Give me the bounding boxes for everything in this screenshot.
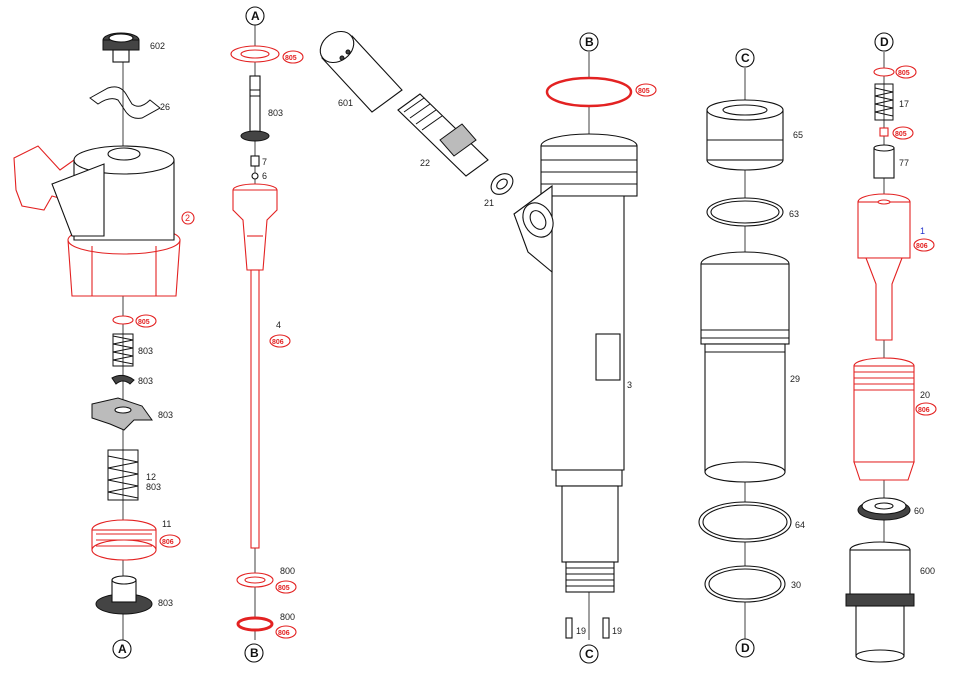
label-30: 30 bbox=[791, 580, 801, 590]
part-11-nut bbox=[91, 519, 157, 561]
ref-circle-b-bottom bbox=[244, 643, 264, 663]
part-3-injector-housing bbox=[513, 133, 638, 593]
label-806-e: 806 bbox=[918, 407, 930, 414]
label-22: 22 bbox=[420, 158, 430, 168]
ref-circle-c-bottom bbox=[579, 644, 599, 664]
label-26: 26 bbox=[160, 102, 170, 112]
part-803-base bbox=[95, 575, 153, 615]
label-19-a: 19 bbox=[576, 626, 586, 636]
part-7-pin bbox=[250, 155, 260, 167]
part-805-ring-3 bbox=[545, 76, 633, 108]
label-2: 2 bbox=[185, 213, 190, 223]
label-19-b: 19 bbox=[612, 626, 622, 636]
part-20-nozzle-nut bbox=[853, 357, 915, 481]
label-600: 600 bbox=[920, 566, 935, 576]
part-12-spring bbox=[107, 449, 139, 501]
label-77: 77 bbox=[899, 158, 909, 168]
part-77-spacer bbox=[873, 144, 895, 179]
part-60-washer bbox=[857, 497, 911, 521]
label-805-f: 805 bbox=[895, 131, 907, 138]
label-65: 65 bbox=[793, 130, 803, 140]
ref-circle-b-top bbox=[579, 32, 599, 52]
part-22-fitting bbox=[397, 93, 489, 177]
ref-circle-a-top bbox=[245, 6, 265, 26]
part-19-pin-right bbox=[602, 617, 610, 639]
part-6-ball bbox=[251, 172, 259, 180]
part-29-sleeve bbox=[700, 251, 790, 483]
part-803-armature bbox=[91, 397, 153, 431]
label-805-a: 805 bbox=[138, 319, 150, 326]
part-805-ring-1 bbox=[112, 315, 134, 325]
ref-b-top: B bbox=[585, 35, 594, 49]
label-3: 3 bbox=[627, 380, 632, 390]
part-26-clip bbox=[89, 86, 161, 119]
label-63: 63 bbox=[789, 209, 799, 219]
part-17-spring bbox=[874, 83, 894, 121]
label-806-a: 806 bbox=[162, 539, 174, 546]
column-4-sleeve: C 65 63 29 64 30 D bbox=[698, 48, 805, 658]
label-803-c: 803 bbox=[158, 410, 173, 420]
ref-circle-a-bottom bbox=[112, 639, 132, 659]
part-803-valve bbox=[240, 75, 270, 142]
column-1-injector-body: 602 26 2 805 803 803 bbox=[13, 32, 195, 659]
part-19-pin-left bbox=[565, 617, 573, 639]
label-21: 21 bbox=[484, 198, 494, 208]
label-601: 601 bbox=[338, 98, 353, 108]
part-602-knob bbox=[102, 32, 140, 63]
part-2-magnet-body bbox=[51, 145, 181, 297]
label-805-e: 805 bbox=[898, 70, 910, 77]
label-800-b: 800 bbox=[280, 612, 295, 622]
part-803-circlip bbox=[111, 374, 135, 385]
label-806-b: 806 bbox=[272, 339, 284, 346]
label-12: 12 bbox=[146, 472, 156, 482]
ref-circle-d-bottom bbox=[735, 638, 755, 658]
label-60: 60 bbox=[914, 506, 924, 516]
label-1: 1 bbox=[920, 226, 925, 236]
part-805-shim bbox=[879, 127, 889, 137]
part-600-adapter bbox=[845, 541, 915, 663]
part-1-nozzle bbox=[857, 193, 911, 341]
label-7: 7 bbox=[262, 157, 267, 167]
ref-b-bottom: B bbox=[250, 646, 259, 660]
ref-c-bottom: C bbox=[585, 647, 594, 661]
label-803-e: 803 bbox=[158, 598, 173, 608]
column-3-injector-housing: 601 22 21 B 805 bbox=[319, 30, 657, 664]
label-806-d: 806 bbox=[916, 243, 928, 250]
label-64: 64 bbox=[795, 520, 805, 530]
column-5-nozzle: D 805 17 805 77 1 806 bbox=[845, 32, 937, 663]
ref-circle-d-top bbox=[874, 32, 894, 52]
ref-c-top: C bbox=[741, 51, 750, 65]
ref-a-bottom: A bbox=[118, 642, 127, 656]
label-805-d: 805 bbox=[638, 88, 650, 95]
label-805-b: 805 bbox=[285, 55, 297, 62]
ref-a-top: A bbox=[251, 9, 260, 23]
label-803-b: 803 bbox=[138, 376, 153, 386]
label-803-f: 803 bbox=[268, 108, 283, 118]
part-800-ring-2 bbox=[236, 616, 274, 632]
label-805-c: 805 bbox=[278, 585, 290, 592]
column-2-valve-rod: A 805 803 7 6 4 806 800 805 bbox=[230, 6, 304, 663]
ref-d-bottom: D bbox=[741, 641, 750, 655]
label-803-a: 803 bbox=[138, 346, 153, 356]
part-65-cap-ring bbox=[706, 99, 784, 171]
label-17: 17 bbox=[899, 99, 909, 109]
label-29: 29 bbox=[790, 374, 800, 384]
ref-circle-c-top bbox=[735, 48, 755, 68]
label-6: 6 bbox=[262, 171, 267, 181]
part-803-spring-small bbox=[112, 333, 134, 367]
label-806-c: 806 bbox=[278, 630, 290, 637]
label-20: 20 bbox=[920, 390, 930, 400]
part-805-ring-4 bbox=[873, 67, 895, 77]
label-4: 4 bbox=[276, 320, 281, 330]
part-601-cap bbox=[319, 30, 403, 113]
ref-d-top: D bbox=[880, 35, 889, 49]
label-803-d: 803 bbox=[146, 482, 161, 492]
label-11: 11 bbox=[162, 519, 171, 529]
label-800-a: 800 bbox=[280, 566, 295, 576]
label-602: 602 bbox=[150, 41, 165, 51]
part-4-valve-piece bbox=[232, 183, 278, 549]
